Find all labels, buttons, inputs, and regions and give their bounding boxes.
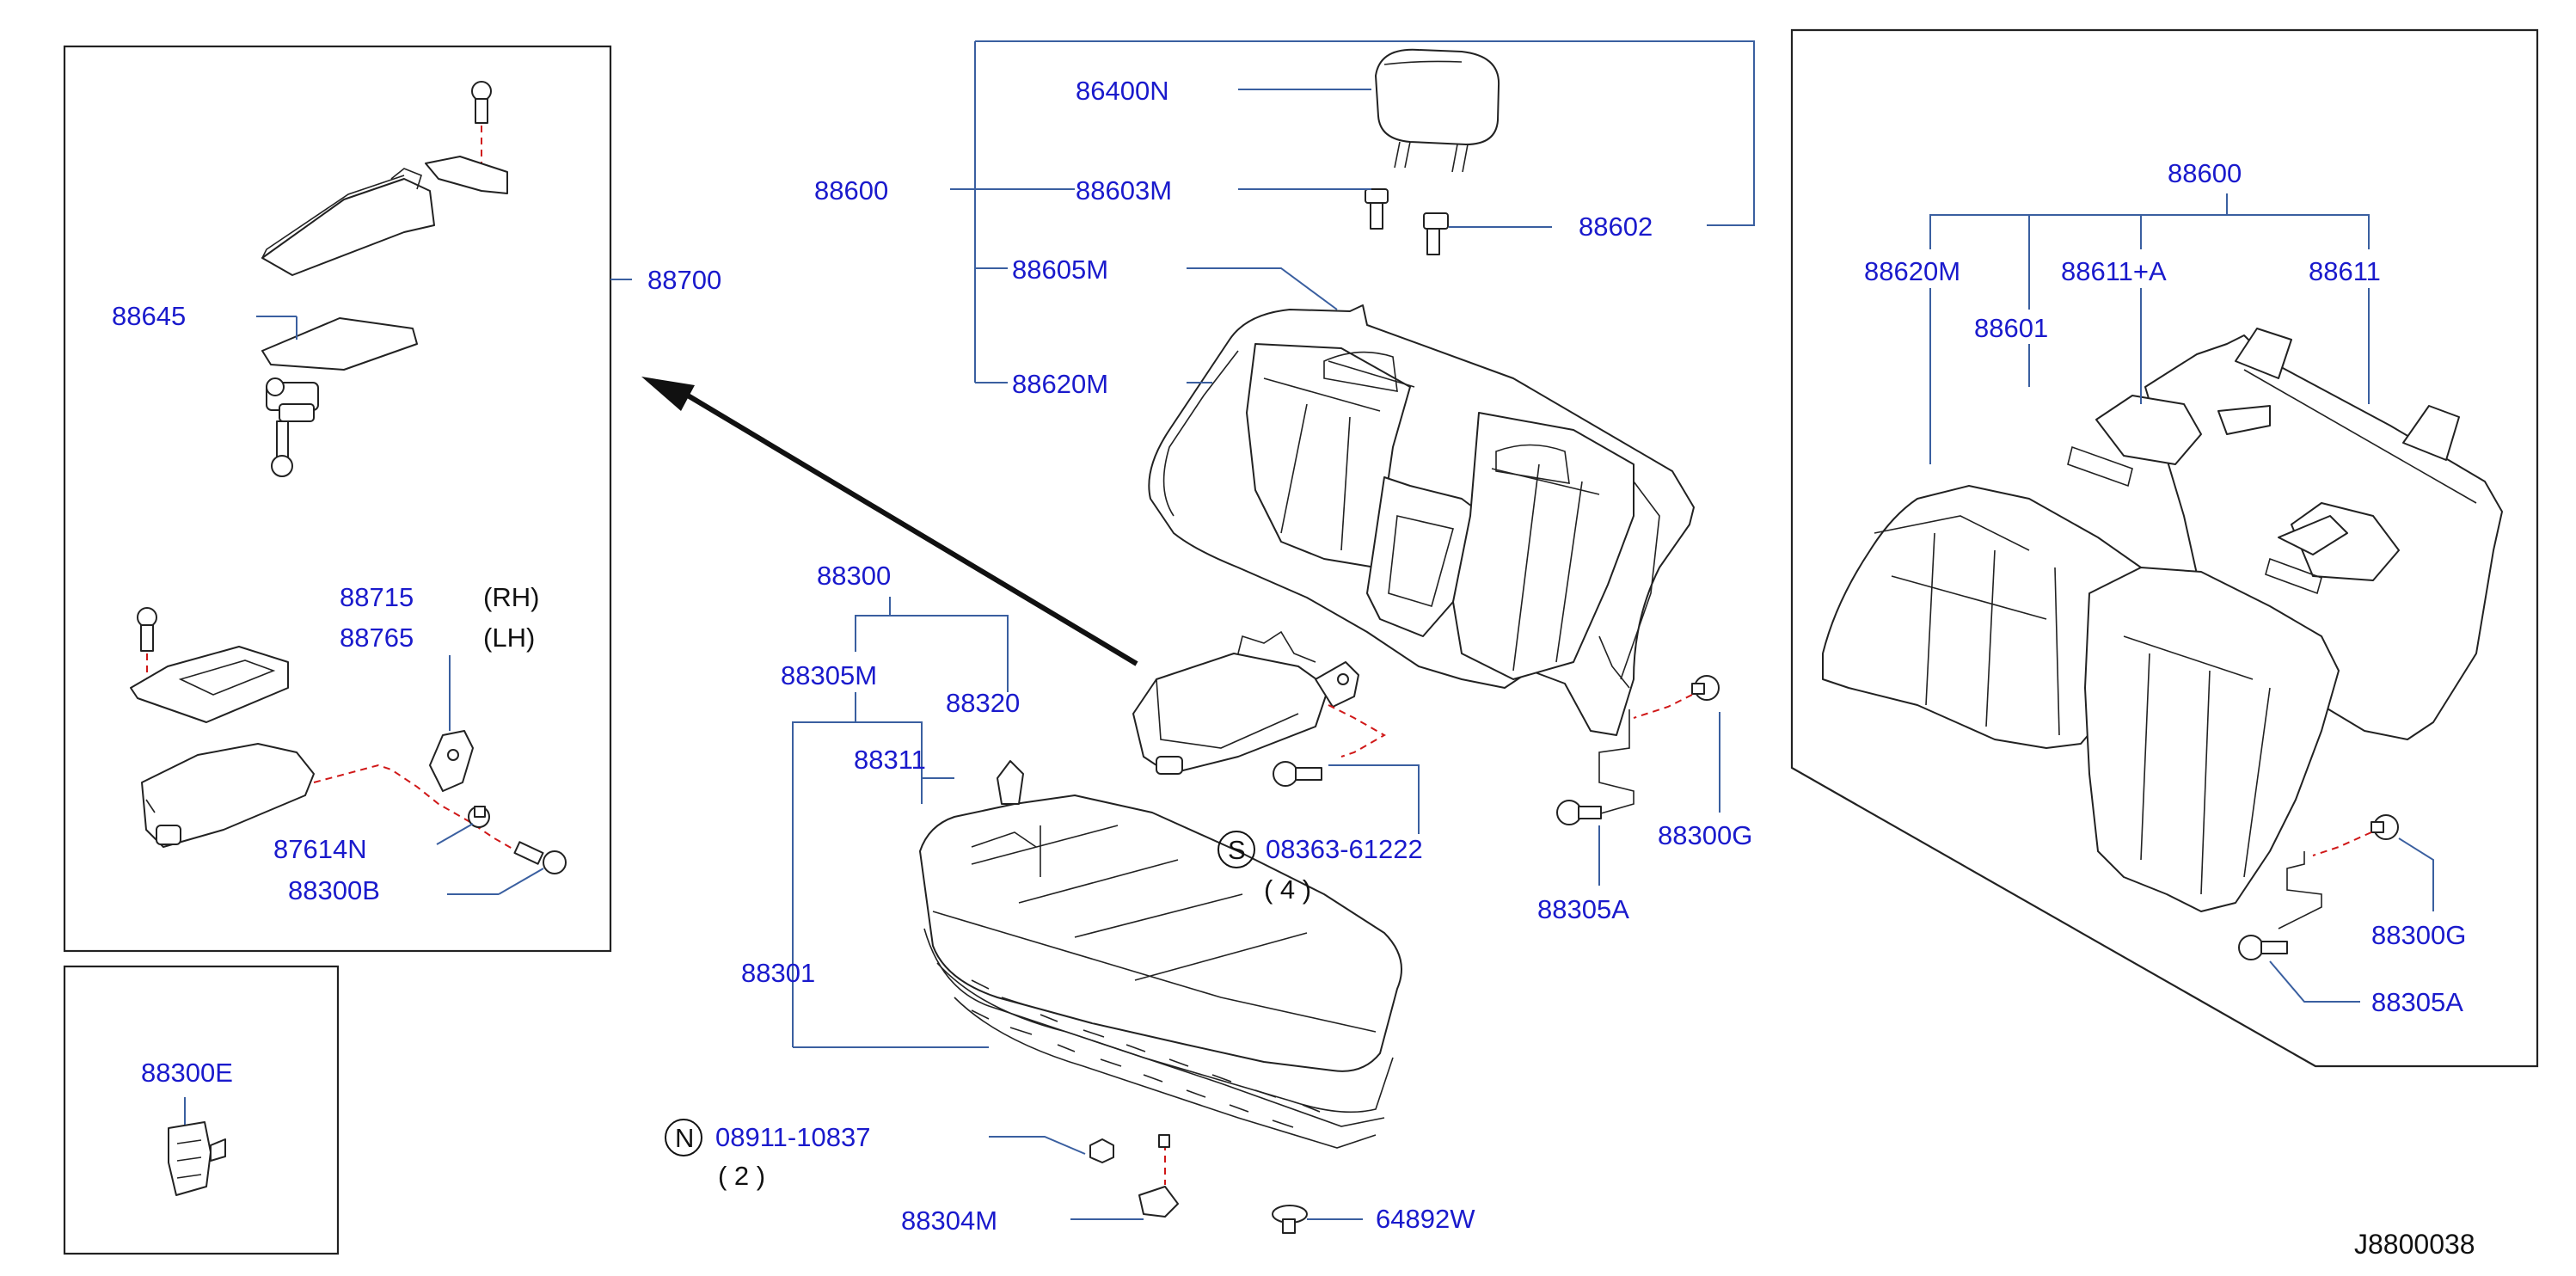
part-label-88305m[interactable]: 88305M — [781, 660, 877, 690]
armrest-hinge — [429, 730, 474, 792]
part-label-88301[interactable]: 88301 — [741, 958, 815, 988]
center-armrest-assembly — [1132, 630, 1387, 775]
qty-note-2: ( 2 ) — [718, 1161, 765, 1191]
seatback-bolt-icon — [1556, 800, 1602, 825]
headrest-guide-lock-icon — [1423, 212, 1449, 255]
nut-icon — [1089, 1138, 1114, 1163]
part-label-88645[interactable]: 88645 — [112, 301, 186, 331]
part-label-08911-10837[interactable]: 08911-10837 — [715, 1122, 870, 1152]
part-label-88620m[interactable]: 88620M — [1012, 369, 1108, 399]
part-label-88700[interactable]: 88700 — [647, 265, 721, 295]
n-symbol-letter: N — [675, 1123, 694, 1153]
part-label-88600-split[interactable]: 88600 — [2168, 158, 2242, 188]
part-label-86400n[interactable]: 86400N — [1076, 76, 1169, 106]
bushing-icon — [468, 806, 490, 828]
part-label-88611-a[interactable]: 88611+A — [2061, 256, 2167, 286]
diagram-reference-code: J8800038 — [2354, 1229, 2475, 1260]
seat-cushion — [919, 760, 1402, 1149]
headrest-part — [1375, 48, 1500, 173]
split-seatback-bolt-icon — [2238, 935, 2288, 960]
armrest-bracket — [425, 156, 508, 194]
part-label-88300g-split[interactable]: 88300G — [2371, 920, 2466, 950]
part-label-88300b[interactable]: 88300B — [288, 875, 380, 905]
part-label-88300e[interactable]: 88300E — [141, 1058, 233, 1088]
part-label-88602[interactable]: 88602 — [1579, 212, 1653, 242]
seatback-clip-icon — [1691, 675, 1720, 701]
part-label-87614n[interactable]: 87614N — [273, 834, 367, 864]
part-label-88304m[interactable]: 88304M — [901, 1205, 997, 1236]
part-label-88305a-split[interactable]: 88305A — [2371, 987, 2463, 1017]
lh-note: (LH) — [483, 623, 535, 653]
armrest-cover — [261, 178, 435, 276]
part-label-88765[interactable]: 88765 — [340, 623, 414, 653]
part-label-88603m[interactable]: 88603M — [1076, 175, 1172, 206]
part-label-88600[interactable]: 88600 — [814, 175, 888, 206]
n-symbol-circle — [665, 1119, 702, 1156]
latch-part — [266, 377, 319, 422]
screw-icon — [137, 607, 157, 652]
part-label-88300[interactable]: 88300 — [817, 561, 891, 591]
rh-note: (RH) — [483, 582, 539, 612]
part-label-88320[interactable]: 88320 — [946, 688, 1020, 718]
bolt-icon — [513, 841, 567, 874]
split-seatback — [1822, 328, 2503, 912]
screw-icon — [471, 81, 492, 124]
s-symbol-circle — [1217, 831, 1255, 868]
headrest-guide-icon — [1365, 188, 1389, 230]
main-seatback — [1148, 304, 1695, 736]
part-label-88715[interactable]: 88715 — [340, 582, 414, 612]
part-label-88300g[interactable]: 88300G — [1658, 820, 1752, 850]
split-seatback-clip-icon — [2371, 814, 2399, 840]
clip-detail-frame — [63, 965, 340, 1255]
part-label-88311[interactable]: 88311 — [854, 745, 926, 775]
armrest-pad — [261, 317, 418, 371]
seat-hook-icon — [1138, 1134, 1179, 1218]
direction-arrow — [641, 377, 1138, 666]
part-label-88305a[interactable]: 88305A — [1537, 894, 1629, 924]
part-label-88620m-split[interactable]: 88620M — [1864, 256, 1960, 286]
screw-icon — [271, 420, 293, 477]
part-label-64892w[interactable]: 64892W — [1376, 1204, 1475, 1234]
armrest-mount-bolt-icon — [1273, 761, 1322, 787]
part-label-08363-61222[interactable]: 08363-61222 — [1266, 834, 1423, 864]
qty-note-4: ( 4 ) — [1264, 874, 1311, 905]
armrest-detail-frame — [63, 45, 612, 953]
armrest-body — [141, 743, 315, 848]
grommet-icon — [1272, 1205, 1308, 1234]
clip-part — [168, 1121, 226, 1196]
part-label-88605m[interactable]: 88605M — [1012, 255, 1108, 285]
split-seatback-frame — [1790, 28, 2539, 1068]
armrest-detail-parts — [130, 81, 567, 874]
s-symbol-letter: S — [1228, 835, 1246, 865]
part-label-88601[interactable]: 88601 — [1974, 313, 2048, 343]
part-label-88611[interactable]: 88611 — [2309, 256, 2381, 286]
cup-holder-lid — [130, 646, 289, 723]
